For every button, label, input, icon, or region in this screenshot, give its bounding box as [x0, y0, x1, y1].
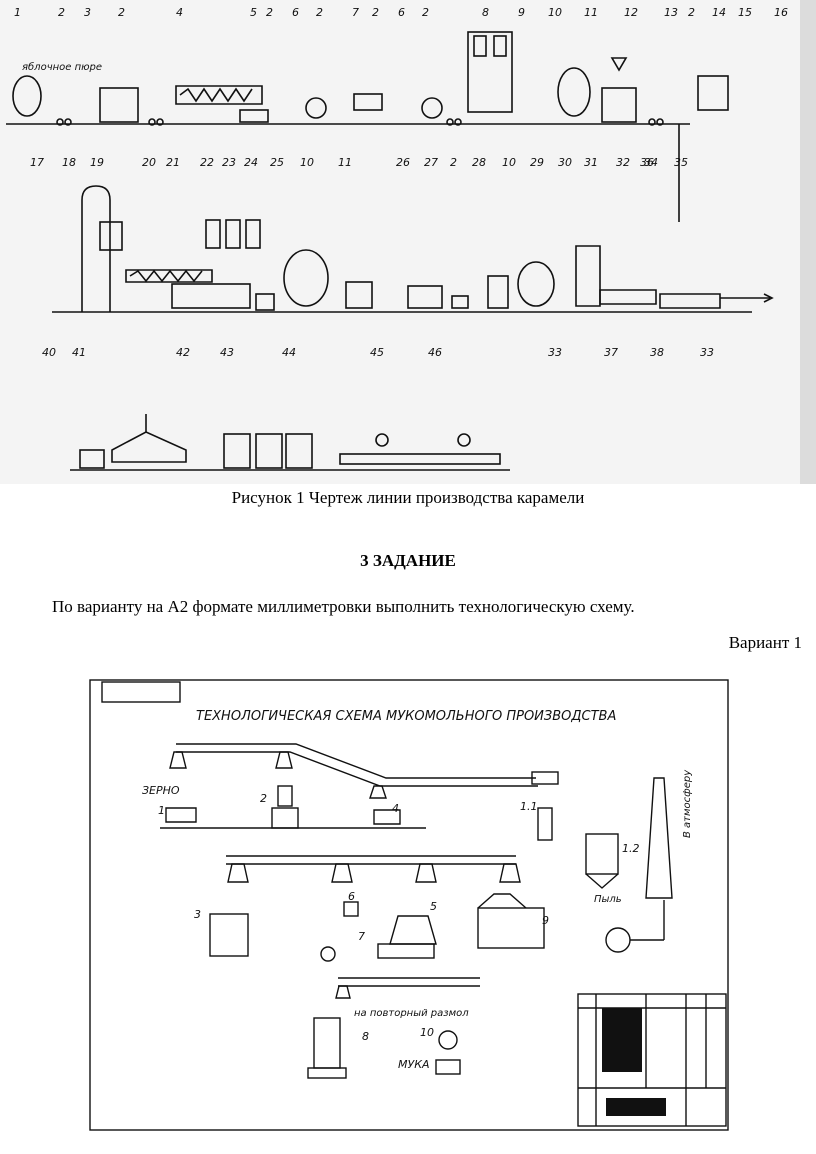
scheme-number-6: 7: [358, 930, 365, 943]
row2-number-19: 32: [616, 156, 630, 169]
row1-number-5: 5: [250, 6, 257, 19]
scheme-number-10: 1.1: [520, 800, 538, 813]
row2-number-2: 19: [90, 156, 104, 169]
title-block-stamp: [606, 1098, 666, 1116]
row2-bottom-number-3: 33: [700, 346, 714, 359]
scheme-number-8: 9: [542, 914, 549, 927]
row1-number-9: 7: [352, 6, 359, 19]
scheme-number-5: 6: [348, 890, 355, 903]
row2-number-10: 11: [338, 156, 352, 169]
row1-number-21: 15: [738, 6, 752, 19]
scheme-number-4: 5: [430, 900, 437, 913]
row1-number-6: 2: [266, 6, 273, 19]
row1-number-0: 1: [14, 6, 21, 19]
row3-number-1: 41: [72, 346, 86, 359]
row2-number-16: 29: [530, 156, 544, 169]
row2-number-17: 30: [558, 156, 572, 169]
row3-number-3: 43: [220, 346, 234, 359]
row2-number-12: 27: [424, 156, 438, 169]
row2-number-6: 23: [222, 156, 236, 169]
flour-label: МУКА: [398, 1058, 430, 1071]
row2-number-18: 31: [584, 156, 598, 169]
milling-scheme-drawing: ТЕХНОЛОГИЧЕСКАЯ СХЕМА МУКОМОЛЬНОГО ПРОИЗ…: [86, 668, 740, 1148]
scheme-number-11: 1.2: [622, 842, 640, 855]
row1-number-3: 2: [118, 6, 125, 19]
row3-number-6: 46: [428, 346, 442, 359]
row2-number-13: 2: [450, 156, 457, 169]
row1-number-4: 4: [176, 6, 183, 19]
scheme-number-0: 1: [158, 804, 165, 817]
row3-number-2: 42: [176, 346, 190, 359]
row2-number-0: 17: [30, 156, 44, 169]
row2-number-22: 36: [640, 156, 654, 169]
row1-number-12: 2: [422, 6, 429, 19]
row1-number-13: 8: [482, 6, 489, 19]
scheme-number-1: 2: [260, 792, 267, 805]
scheme-number-9: 10: [420, 1026, 434, 1039]
grain-label: ЗЕРНО: [142, 784, 180, 797]
regrind-label: на повторный размол: [354, 1008, 469, 1019]
row2-bottom-number-2: 38: [650, 346, 664, 359]
scheme-number-2: 3: [194, 908, 201, 921]
row3-number-4: 44: [282, 346, 296, 359]
row2-number-20: 34: [644, 156, 658, 169]
row2-number-14: 28: [472, 156, 486, 169]
task-paragraph: По варианту на А2 формате миллиметровки …: [52, 597, 635, 616]
atmosphere-label: В атмосферу: [682, 769, 693, 838]
row1-number-11: 6: [398, 6, 405, 19]
row1-number-22: 16: [774, 6, 788, 19]
row1-number-18: 13: [664, 6, 678, 19]
section-heading: 3 ЗАДАНИЕ: [360, 551, 456, 570]
title-block-fill: [602, 1008, 642, 1072]
row1-number-19: 2: [688, 6, 695, 19]
scheme-number-7: 8: [362, 1030, 369, 1043]
row2-number-11: 26: [396, 156, 410, 169]
row1-number-2: 3: [84, 6, 91, 19]
scheme-title: ТЕХНОЛОГИЧЕСКАЯ СХЕМА МУКОМОЛЬНОГО ПРОИЗ…: [196, 709, 616, 724]
row1-number-15: 10: [548, 6, 562, 19]
row1-number-10: 2: [372, 6, 379, 19]
row3-number-5: 45: [370, 346, 384, 359]
row2-bottom-number-0: 33: [548, 346, 562, 359]
apple-puree-label: яблочное пюре: [22, 61, 102, 73]
row1-number-16: 11: [584, 6, 598, 19]
row2-number-9: 10: [300, 156, 314, 169]
dust-label: Пыль: [594, 894, 622, 905]
row3-number-0: 40: [42, 346, 56, 359]
scheme-number-3: 4: [392, 802, 399, 815]
row2-number-15: 10: [502, 156, 516, 169]
row1-number-17: 12: [624, 6, 638, 19]
row2-bottom-number-1: 37: [604, 346, 618, 359]
milling-scheme-svg: ТЕХНОЛОГИЧЕСКАЯ СХЕМА МУКОМОЛЬНОГО ПРОИЗ…: [86, 668, 740, 1148]
row1-number-14: 9: [518, 6, 525, 19]
row2-number-3: 20: [142, 156, 156, 169]
row1-number-1: 2: [58, 6, 65, 19]
row2-number-7: 24: [244, 156, 258, 169]
row1-number-8: 2: [316, 6, 323, 19]
figure-1-caption: Рисунок 1 Чертеж линии производства кара…: [231, 488, 585, 507]
row1-number-7: 6: [292, 6, 299, 19]
row2-number-4: 21: [166, 156, 180, 169]
variant-label: Вариант 1: [728, 633, 802, 652]
row2-number-8: 25: [270, 156, 284, 169]
row2-number-21: 35: [674, 156, 688, 169]
row2-number-1: 18: [62, 156, 76, 169]
row2-number-5: 22: [200, 156, 214, 169]
row1-number-20: 14: [712, 6, 726, 19]
